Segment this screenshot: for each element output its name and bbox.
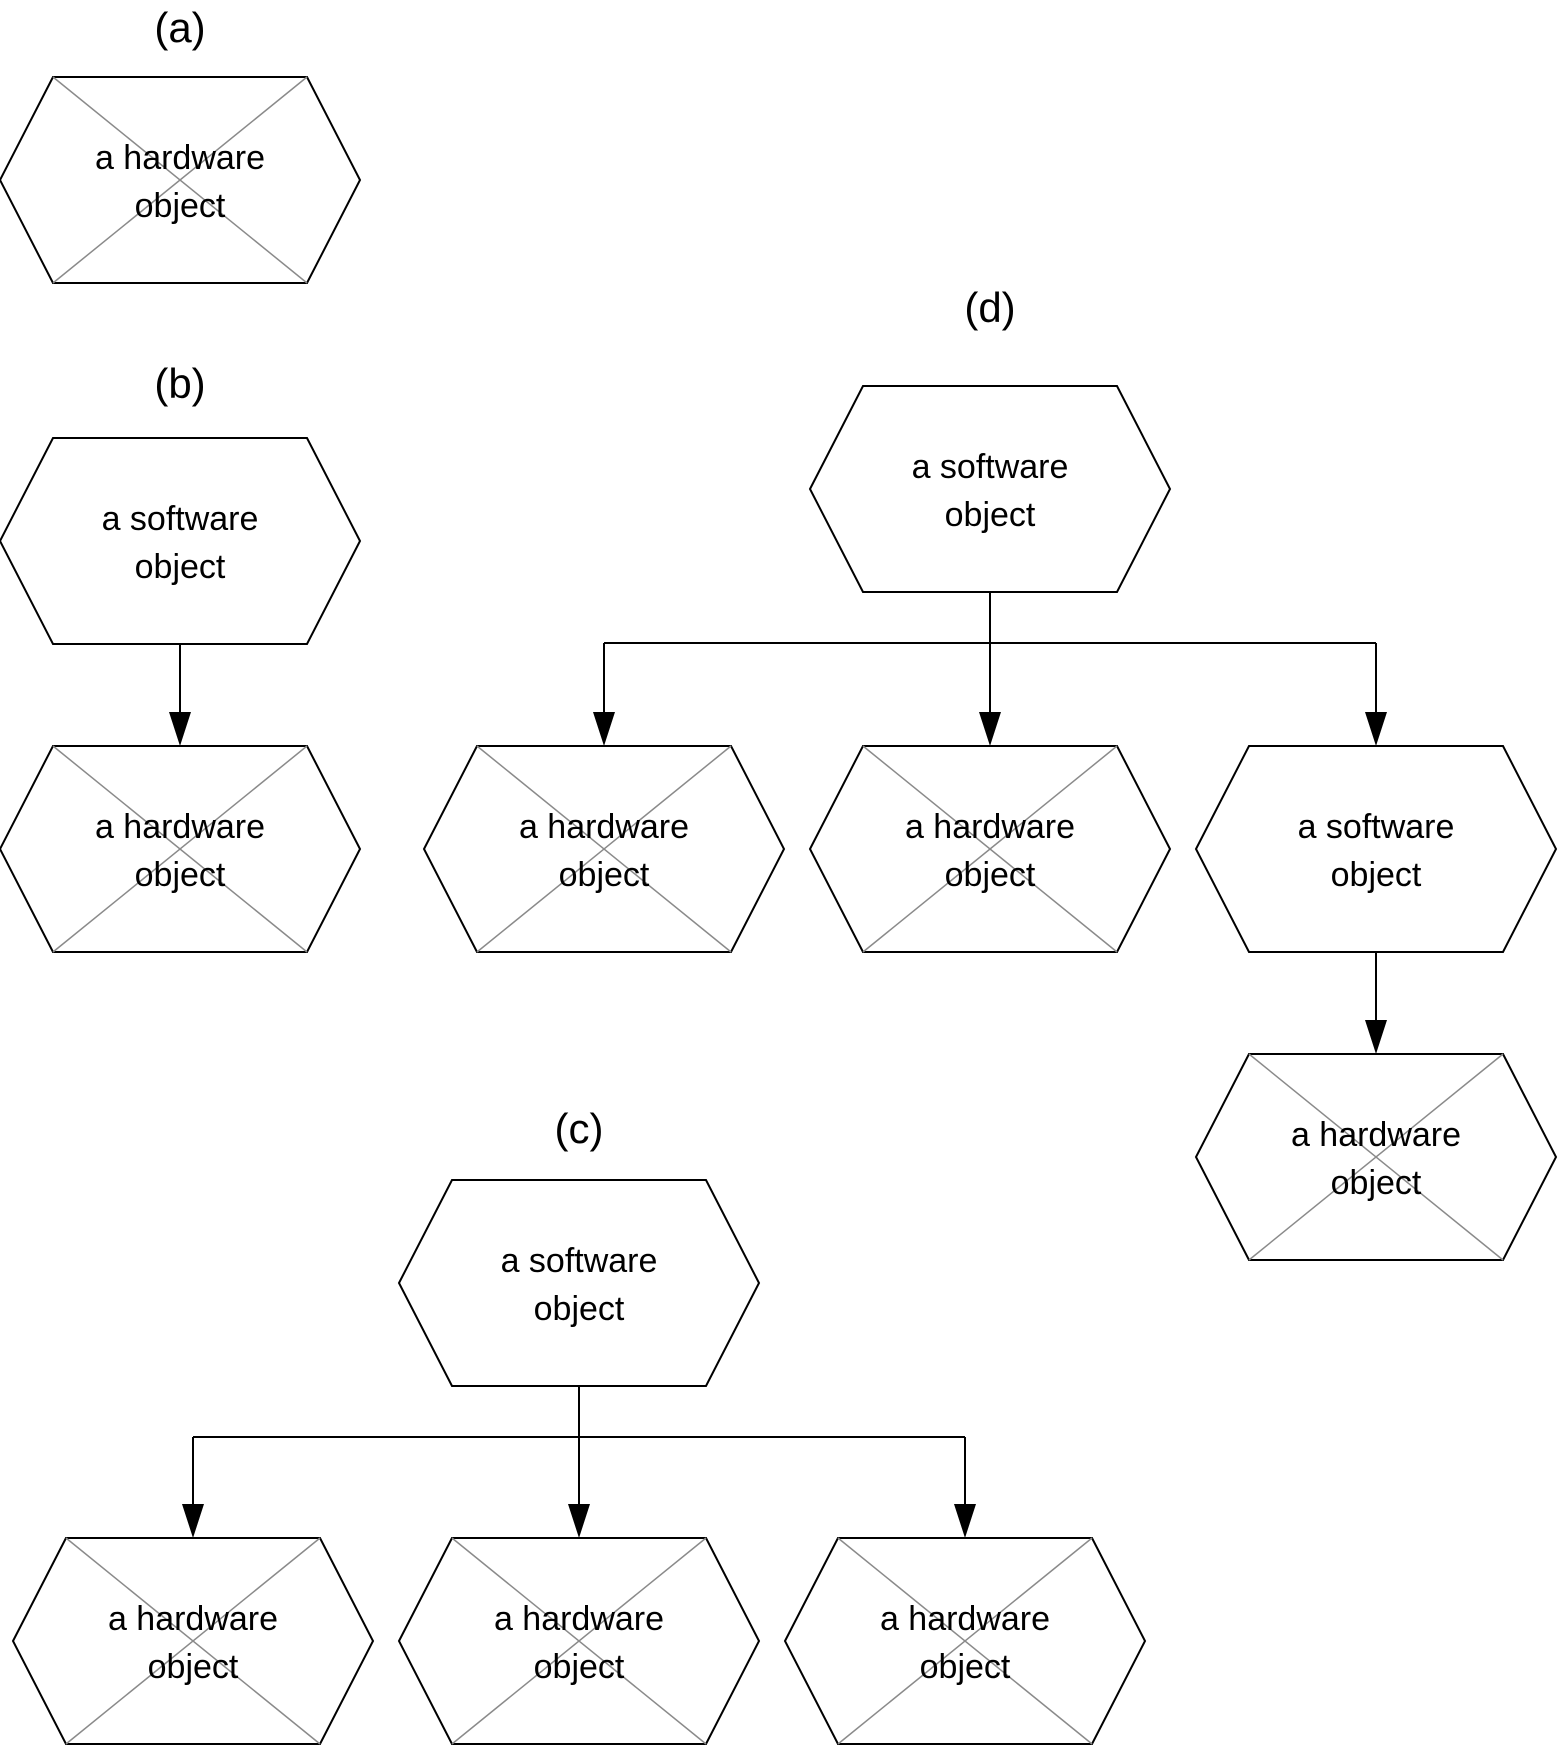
- hardware-object-node: a hardware object: [0, 745, 362, 953]
- node-label-line2: object: [135, 187, 226, 225]
- cross-line: [862, 745, 1118, 953]
- node-label-line2: object: [1331, 1164, 1422, 1202]
- cross-line: [476, 745, 732, 953]
- hardware-object-node: a hardware object: [783, 1537, 1147, 1745]
- arrowhead: [1365, 712, 1387, 746]
- panel-label-c: (c): [555, 1105, 604, 1152]
- arrowhead: [1365, 1020, 1387, 1054]
- panel-labels-layer: (a) (b) (c) (d): [154, 4, 1015, 1152]
- hardware-object-node: a hardware object: [422, 745, 786, 953]
- hexagon-shape: [397, 1179, 761, 1387]
- node-label-line1: a software: [1298, 808, 1455, 846]
- panel-label-b: (b): [154, 360, 205, 407]
- hexagon-shape: [0, 437, 362, 645]
- panel-label-d: (d): [964, 284, 1015, 331]
- software-object-node: a software object: [397, 1179, 761, 1387]
- node-label-line1: a hardware: [95, 808, 265, 846]
- hardware-object-node: a hardware object: [808, 745, 1172, 953]
- arrowhead: [568, 1504, 590, 1538]
- node-label-line1: a hardware: [880, 1600, 1050, 1638]
- node-label-line2: object: [534, 1648, 625, 1686]
- hexagon-shape: [808, 385, 1172, 593]
- node-label-line2: object: [920, 1648, 1011, 1686]
- node-label-line1: a software: [102, 500, 259, 538]
- cross-line: [52, 745, 308, 953]
- node-label-line2: object: [945, 856, 1036, 894]
- node-label-line1: a software: [501, 1242, 658, 1280]
- node-label-line2: object: [945, 496, 1036, 534]
- software-object-node: a software object: [0, 437, 362, 645]
- node-label-line1: a hardware: [108, 1600, 278, 1638]
- node-label-line2: object: [1331, 856, 1422, 894]
- cross-line: [65, 1537, 321, 1745]
- node-label-line2: object: [135, 856, 226, 894]
- node-label-line1: a hardware: [519, 808, 689, 846]
- node-label-line1: a hardware: [494, 1600, 664, 1638]
- arrowhead: [169, 712, 191, 746]
- cross-line: [1248, 1053, 1504, 1261]
- node-label-line1: a hardware: [95, 139, 265, 177]
- hardware-object-node: a hardware object: [397, 1537, 761, 1745]
- hardware-object-node: a hardware object: [1194, 1053, 1558, 1261]
- hardware-object-node: a hardware object: [11, 1537, 375, 1745]
- hardware-object-node: a hardware object: [0, 76, 362, 284]
- node-label-line1: a hardware: [905, 808, 1075, 846]
- cross-line: [52, 76, 308, 284]
- arrowhead: [954, 1504, 976, 1538]
- edges-layer: [169, 592, 1387, 1538]
- arrowhead: [182, 1504, 204, 1538]
- node-label-line1: a software: [912, 448, 1069, 486]
- hexagon-shape: [1194, 745, 1558, 953]
- node-label-line2: object: [559, 856, 650, 894]
- node-label-line1: a hardware: [1291, 1116, 1461, 1154]
- arrowhead: [979, 712, 1001, 746]
- cross-line: [837, 1537, 1093, 1745]
- arrowhead: [593, 712, 615, 746]
- software-object-node: a software object: [808, 385, 1172, 593]
- software-object-node: a software object: [1194, 745, 1558, 953]
- panel-label-a: (a): [154, 4, 205, 51]
- node-label-line2: object: [135, 548, 226, 586]
- cross-line: [451, 1537, 707, 1745]
- node-label-line2: object: [534, 1290, 625, 1328]
- node-label-line2: object: [148, 1648, 239, 1686]
